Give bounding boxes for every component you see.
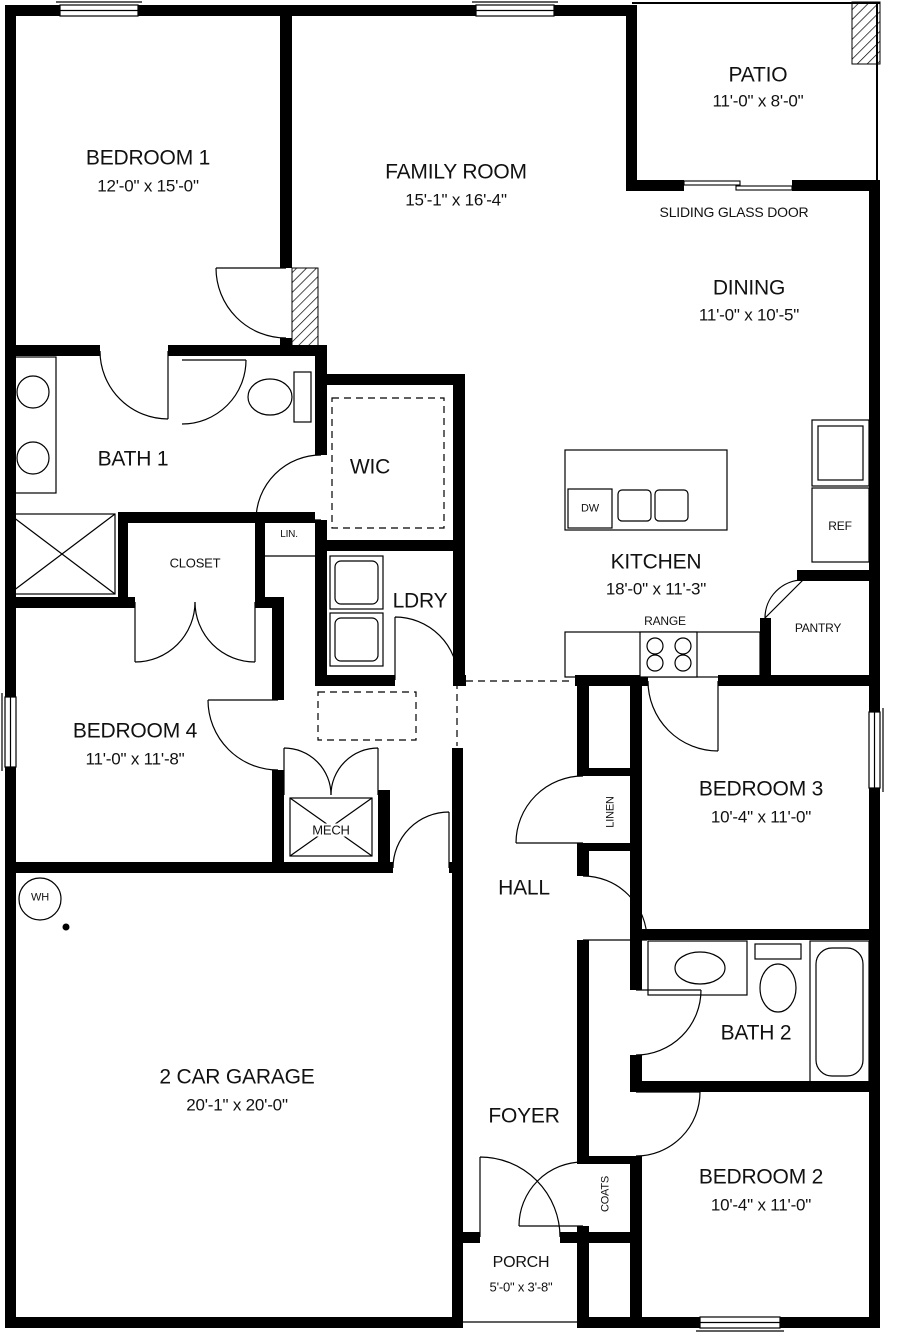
window [472, 1, 558, 17]
refrigerator-icon [811, 419, 870, 563]
dining-label: DINING [712, 276, 786, 300]
hall-label: HALL [498, 876, 550, 900]
dishwasher-icon [567, 488, 613, 529]
garage-label: 2 CAR GARAGE [159, 1065, 315, 1089]
laundry-label: LDRY [392, 589, 448, 613]
bedroom1-dims: 12'-0" x 15'-0" [97, 176, 199, 196]
mech-label: MECH [310, 822, 352, 838]
bath2-label: BATH 2 [720, 1021, 792, 1045]
window [56, 1, 142, 17]
wic-label: WIC [349, 455, 391, 479]
attic-access [317, 691, 417, 741]
dining-dims: 11'-0" x 10'-5" [698, 305, 800, 325]
range-label: RANGE [642, 614, 688, 628]
dishwasher-label: DW [581, 502, 599, 515]
kitchen-sink-icon [617, 489, 689, 522]
family-room-dims: 15'-1" x 16'-4" [405, 190, 507, 210]
water-heater-label: WH [31, 891, 49, 904]
garage-dims: 20'-1" x 20'-0" [186, 1095, 288, 1115]
range-icon [639, 631, 698, 678]
structural-hatch [291, 1, 881, 351]
interior-walls [5, 5, 880, 1328]
bathtub-icon [809, 940, 870, 1084]
porch-dims: 5'-0" x 3'-8" [489, 1279, 553, 1295]
patio-outline [632, 2, 880, 182]
kitchen-dims: 18'-0" x 11'-3" [605, 579, 707, 599]
sliding-glass-door-icon [683, 180, 793, 191]
foyer-label: FOYER [488, 1104, 560, 1128]
fixtures [8, 356, 870, 1323]
window [1, 693, 17, 771]
bath1-vanity-sinks-icon [9, 356, 57, 494]
washer-dryer-icon [329, 555, 384, 667]
bath2-toilet-icon [754, 943, 802, 1013]
bedroom4-dims: 11'-0" x 11'-8" [85, 749, 185, 769]
bedroom1-label: BEDROOM 1 [85, 146, 211, 170]
coats-label: COATS [599, 1175, 612, 1213]
porch-label: PORCH [492, 1254, 550, 1271]
bedroom3-label: BEDROOM 3 [698, 777, 824, 801]
linen-label: LINEN [604, 796, 617, 828]
door-swings [99, 267, 804, 1238]
family-room-label: FAMILY ROOM [385, 160, 527, 184]
window [696, 1316, 784, 1332]
ceiling-break-lines [317, 397, 574, 746]
water-heater-icon [18, 877, 70, 931]
bath1-toilet-icon [247, 371, 312, 423]
bedroom2-label: BEDROOM 2 [698, 1165, 824, 1189]
bedroom4-label: BEDROOM 4 [72, 719, 198, 743]
sliding-glass-door-label: SLIDING GLASS DOOR [659, 204, 809, 220]
patio-label: PATIO [728, 63, 788, 87]
pantry-label: PANTRY [794, 621, 842, 635]
kitchen-label: KITCHEN [610, 550, 702, 574]
window [868, 708, 884, 792]
patio-dims: 11'-0" x 8'-0" [712, 91, 804, 111]
bath2-vanity-sink-icon [647, 940, 748, 996]
bedroom2-dims: 10'-4" x 11'-0" [710, 1195, 812, 1215]
closet-label: CLOSET [169, 555, 221, 571]
kitchen-island [564, 449, 728, 531]
refrigerator-label: REF [828, 519, 852, 533]
shower-icon [8, 513, 116, 595]
lin-label: LIN. [280, 529, 298, 540]
bath1-label: BATH 1 [97, 447, 169, 471]
windows [1, 1, 884, 1332]
bedroom3-dims: 10'-4" x 11'-0" [710, 807, 812, 827]
